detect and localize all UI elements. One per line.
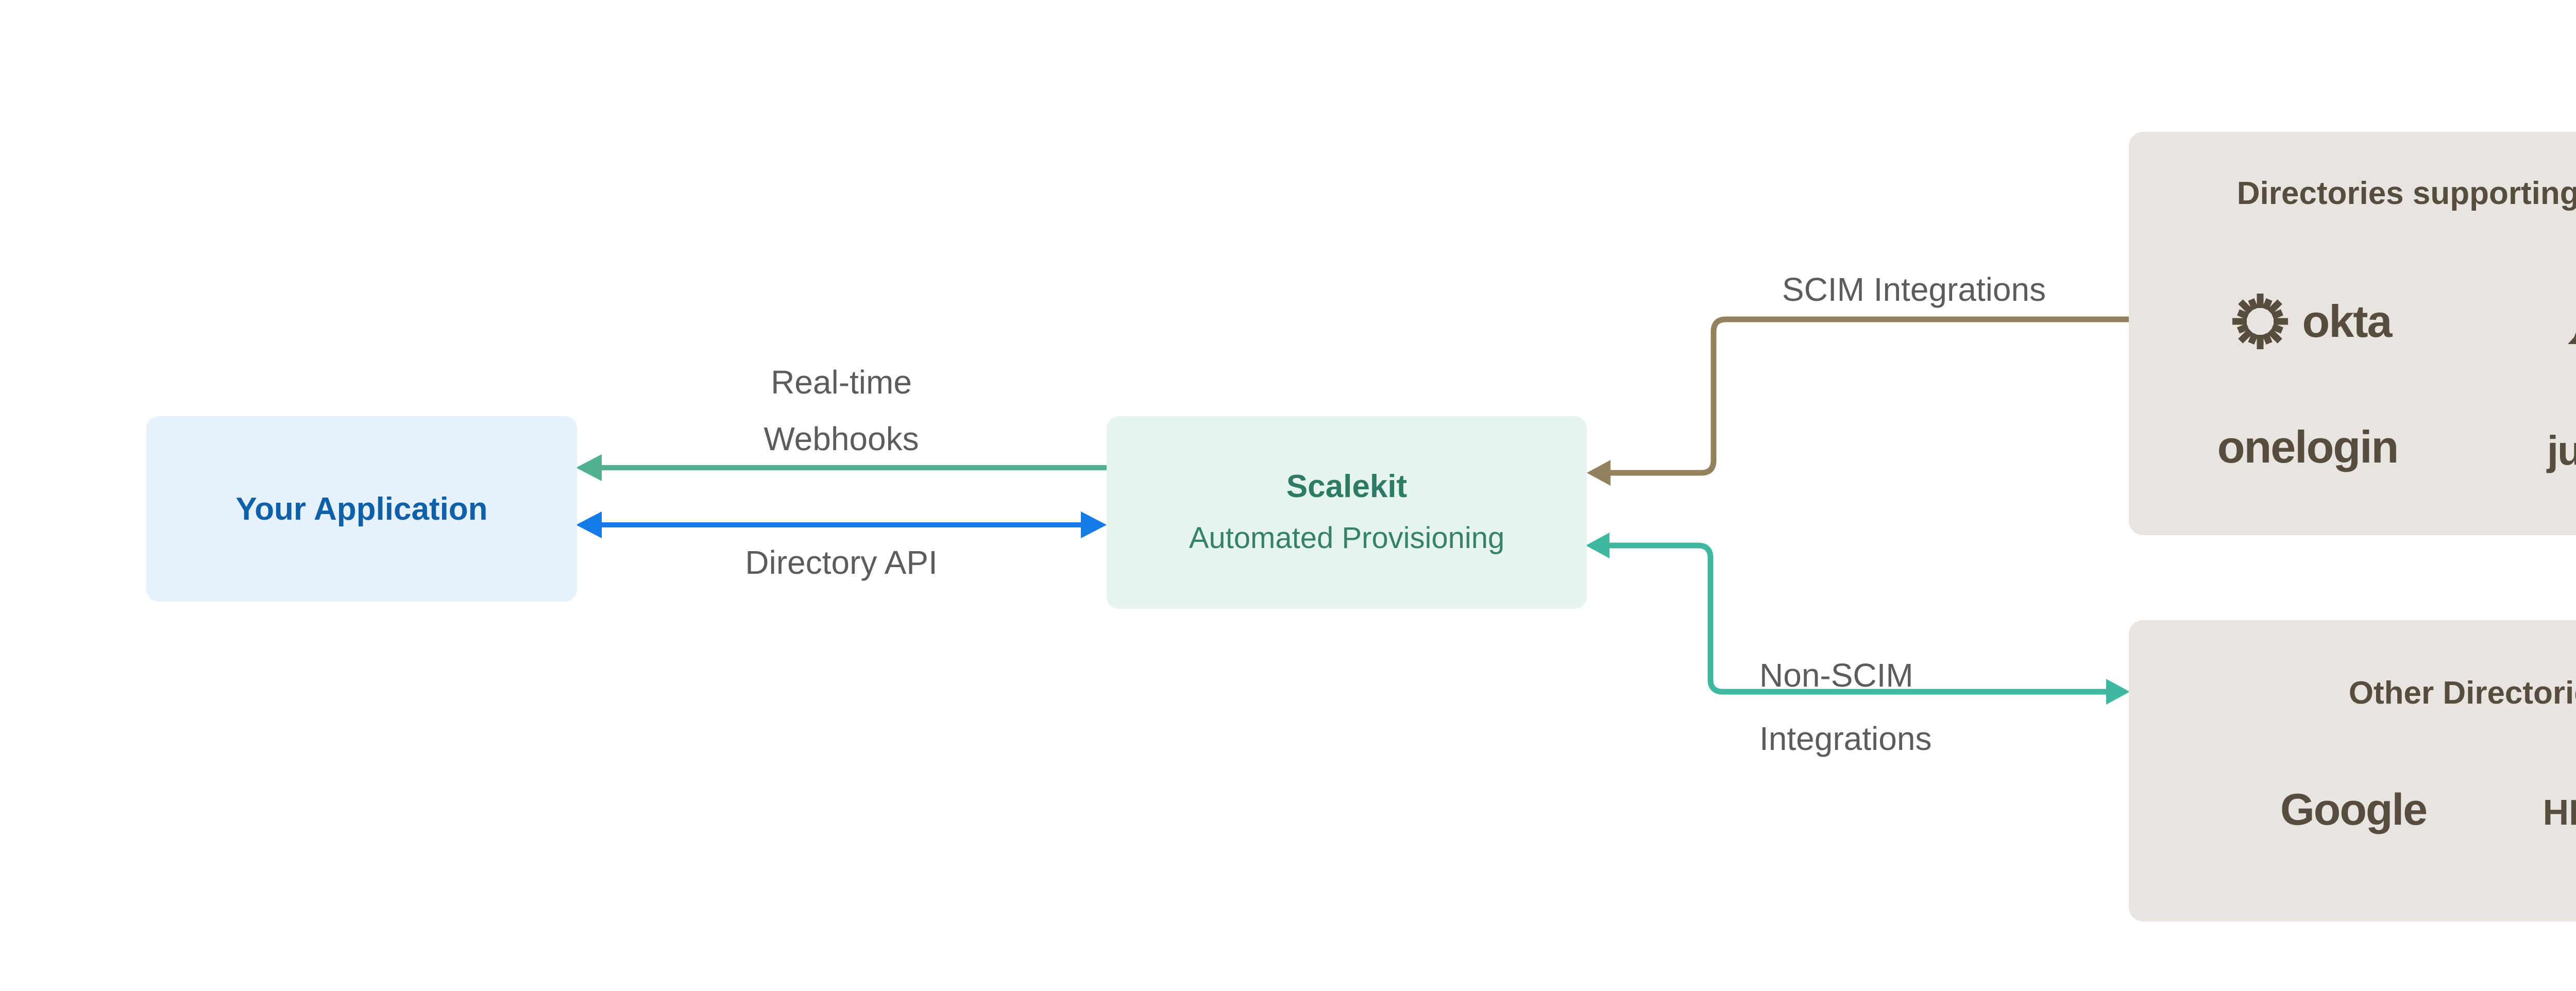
other-directories-box: Other Directories Google HRMS/HRIS [2129, 620, 2576, 921]
scim-directories-box: Directories supporting SCIM 2.0 [2129, 132, 2576, 535]
okta-icon [2232, 294, 2288, 349]
scim-arrowhead [1587, 460, 1611, 486]
okta-logo: okta [2157, 291, 2466, 352]
jumpcloud-wordmark: jumpcloud [2547, 428, 2576, 473]
hrms-hris-text: HRMS/HRIS [2543, 792, 2576, 832]
onelogin-wordmark: onelogin [2217, 421, 2399, 472]
directory-api-arrowhead-left [576, 511, 602, 538]
jumpcloud-logo: jumpcloud ™ [2499, 420, 2576, 482]
directory-api-label: Directory API [745, 544, 938, 581]
azure-icon [2567, 331, 2576, 344]
scalekit-subtitle: Automated Provisioning [1189, 521, 1505, 555]
your-application-node: Your Application [146, 416, 577, 602]
scim-directories-title: Directories supporting SCIM 2.0 [2236, 175, 2576, 211]
other-directories-title: Other Directories [2348, 675, 2576, 711]
hrms-hris-label: HRMS/HRIS [2489, 781, 2576, 843]
scim-integrations-label: SCIM Integrations [1782, 271, 2046, 308]
non-scim-arrowhead-left [1586, 533, 1609, 558]
webhooks-label-line1: Real-time [771, 364, 912, 401]
scim-connector-path [1608, 316, 2129, 476]
azure-logo: Azure [2490, 289, 2576, 351]
non-scim-label-line2: Integrations [1759, 720, 1932, 757]
scalekit-node: Scalekit Automated Provisioning [1107, 416, 1587, 609]
google-logo: Google [2199, 779, 2508, 841]
directory-api-arrowhead-right [1081, 511, 1107, 538]
webhooks-label-line2: Webhooks [764, 420, 919, 457]
onelogin-logo: onelogin [2153, 416, 2462, 478]
okta-wordmark: okta [2302, 296, 2393, 347]
scalekit-title: Scalekit [1286, 469, 1408, 504]
google-wordmark: Google [2280, 784, 2428, 834]
non-scim-label-line1: Non-SCIM [1759, 657, 1913, 694]
non-scim-arrowhead-right [2106, 679, 2130, 705]
your-application-label: Your Application [235, 491, 488, 527]
